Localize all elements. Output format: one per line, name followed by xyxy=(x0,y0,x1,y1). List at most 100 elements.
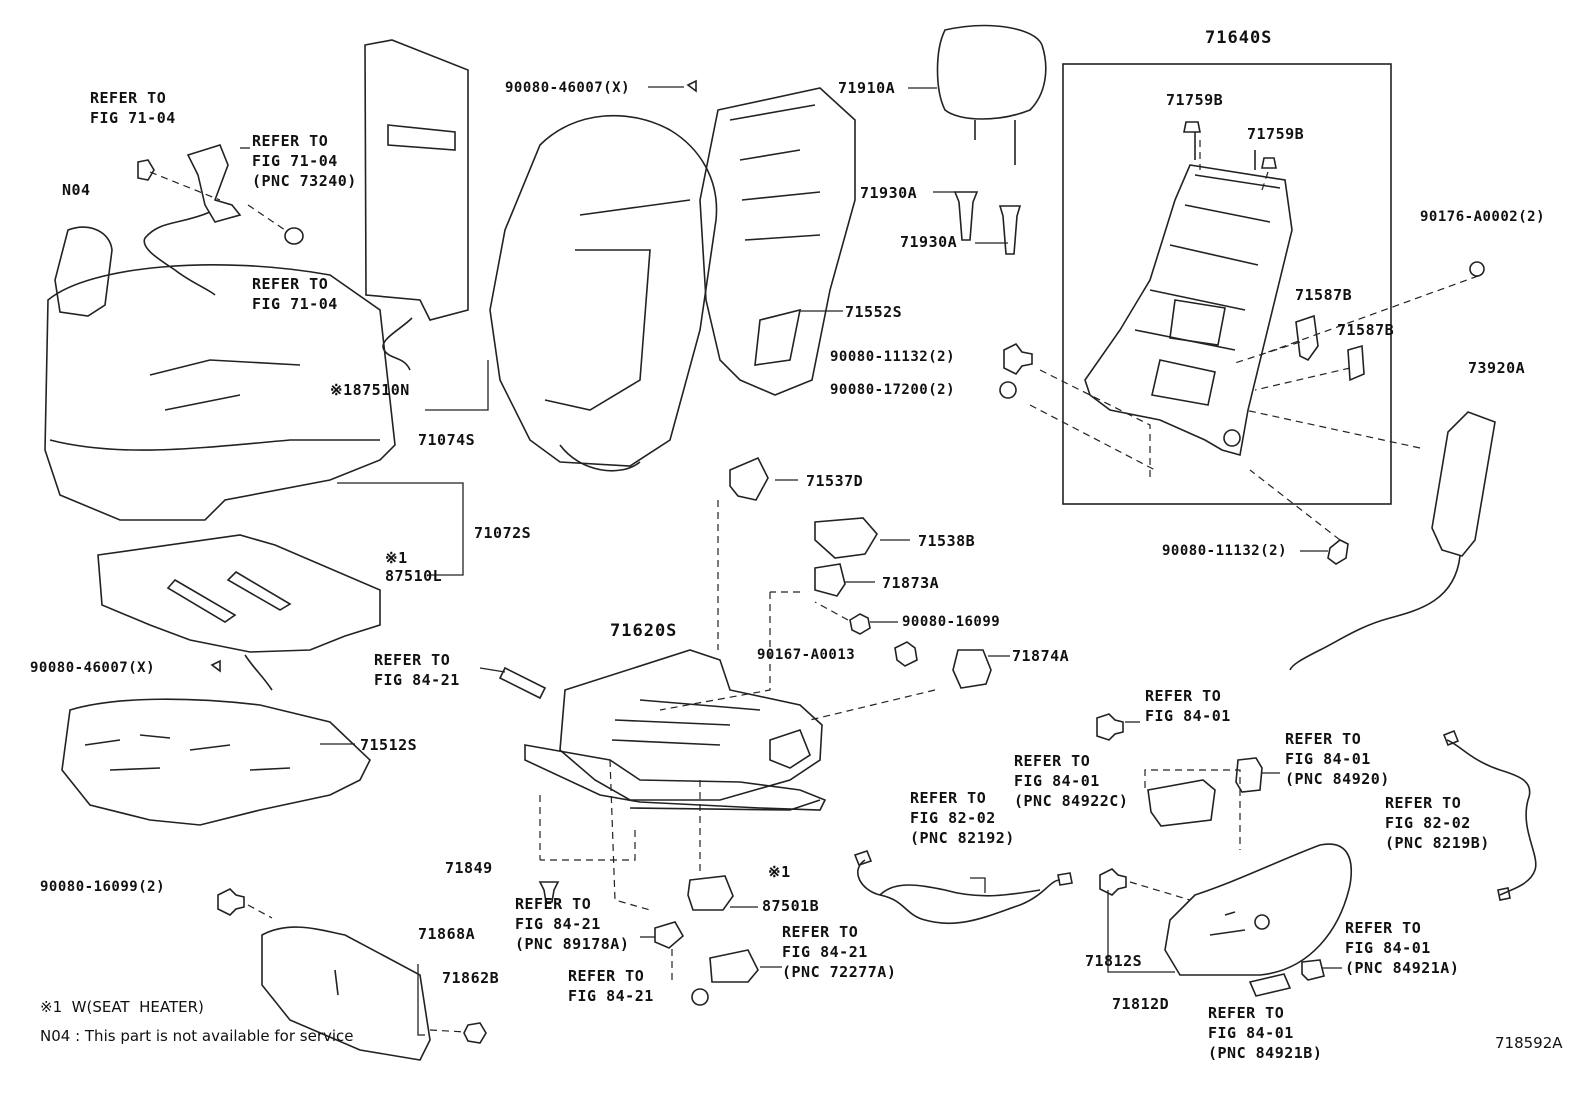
label-87510N: ※187510N xyxy=(330,381,410,399)
headrest-guide-71930A-a[interactable] xyxy=(953,191,979,241)
bolt-71812S-ref[interactable] xyxy=(1099,868,1127,896)
grommet-b[interactable] xyxy=(284,227,304,245)
bolt-90080-16099[interactable] xyxy=(849,613,871,635)
cover-71868A[interactable] xyxy=(261,926,431,1061)
bracket-71587B-b[interactable] xyxy=(1347,344,1365,382)
label-90080-11132-b: 90080-11132(2) xyxy=(1162,543,1288,559)
ref-fig7104-c: REFER TO FIG 71-04 xyxy=(252,275,338,313)
label-71930A-b: 71930A xyxy=(900,233,958,251)
group-box-71640S xyxy=(1062,63,1392,505)
side-cover-71812D[interactable] xyxy=(1164,843,1352,976)
label-N04: N04 xyxy=(62,181,91,199)
ref-fig8421-d: REFER TO FIG 84-21 xyxy=(568,967,654,1005)
bolt-90080-11132-a[interactable] xyxy=(1003,342,1033,376)
label-71930A-a: 71930A xyxy=(860,184,918,202)
label-71812D: 71812D xyxy=(1112,995,1170,1013)
headrest-guide-71930A-b[interactable] xyxy=(998,205,1022,255)
clip-71862B[interactable] xyxy=(463,1022,487,1044)
label-71873A: 71873A xyxy=(882,574,940,592)
label-71587B-a: 71587B xyxy=(1295,286,1353,304)
knob-84921B[interactable] xyxy=(1248,973,1292,997)
label-90080-46007-bot: 90080-46007(X) xyxy=(30,660,156,676)
side-airbag-73920A[interactable] xyxy=(1289,411,1496,671)
bolt-90080-11132-b[interactable] xyxy=(1327,539,1349,565)
switch-84920[interactable] xyxy=(1235,757,1263,793)
bracket-71874A[interactable] xyxy=(952,649,992,689)
seat-frame-71620S[interactable] xyxy=(524,649,827,811)
cover-N04[interactable] xyxy=(54,226,113,317)
ref-fig8421-c: REFER TO FIG 84-21 (PNC 72277A) xyxy=(782,923,897,981)
clip-71759B-a[interactable] xyxy=(1183,121,1201,133)
label-87510L: 87510L xyxy=(385,567,443,585)
ref-fig8202-a: REFER TO FIG 82-02 (PNC 82192) xyxy=(910,789,1015,847)
label-73920A: 73920A xyxy=(1468,359,1526,377)
heater-mat-87510L[interactable] xyxy=(97,534,381,691)
buckle-assembly[interactable] xyxy=(143,144,242,296)
label-71640S: 71640S xyxy=(1205,28,1273,48)
bolt-90080-16099-2[interactable] xyxy=(217,888,245,916)
ref-fig8202-b: REFER TO FIG 82-02 (PNC 8219B) xyxy=(1385,794,1490,852)
note-n04: N04 : This part is not available for ser… xyxy=(40,1027,354,1045)
label-71620S: 71620S xyxy=(610,621,678,641)
part-72277A[interactable] xyxy=(709,949,759,983)
label-87501B: 87501B xyxy=(762,897,820,915)
label-90167-A0013: 90167-A0013 xyxy=(757,647,856,663)
note-seat-heater: ※1 W(SEAT HEATER) xyxy=(40,998,204,1016)
ref-fig8421-a: REFER TO FIG 84-21 xyxy=(374,651,460,689)
knob-84921A[interactable] xyxy=(1301,959,1325,981)
label-71072S: 71072S xyxy=(474,524,532,542)
ref-fig7104-b: REFER TO FIG 71-04 (PNC 73240) xyxy=(252,132,357,190)
wire-harness-8219B[interactable] xyxy=(1442,729,1537,901)
label-71868A: 71868A xyxy=(418,925,476,943)
bracket-71538B[interactable] xyxy=(814,517,878,559)
wire-harness-82192[interactable] xyxy=(853,850,1073,925)
label-90080-11132-a: 90080-11132(2) xyxy=(830,349,956,365)
seatback-cover-71074S[interactable] xyxy=(489,114,718,472)
sensor-87501B[interactable] xyxy=(687,875,734,911)
label-71587B-b: 71587B xyxy=(1337,321,1395,339)
label-71512S: 71512S xyxy=(360,736,418,754)
ref-fig8401-b: REFER TO FIG 84-01 (PNC 84920) xyxy=(1285,730,1390,788)
label-71812S: 71812S xyxy=(1085,952,1143,970)
label-71537D: 71537D xyxy=(806,472,864,490)
nut-90176[interactable] xyxy=(1469,261,1485,277)
bracket-71873A[interactable] xyxy=(814,563,846,597)
diagram-id: 718592A xyxy=(1495,1034,1563,1052)
label-71759B-a: 71759B xyxy=(1166,91,1224,109)
ref-fig8401-e: REFER TO FIG 84-01 (PNC 84921B) xyxy=(1208,1004,1323,1062)
switch-84922C[interactable] xyxy=(1147,779,1216,827)
ref-fig8401-d: REFER TO FIG 84-01 (PNC 84921A) xyxy=(1345,919,1460,977)
bracket-71537D[interactable] xyxy=(729,456,769,501)
label-71874A: 71874A xyxy=(1012,647,1070,665)
screw-ref-8401-a[interactable] xyxy=(1096,713,1124,741)
seat-pad-71512S[interactable] xyxy=(61,698,371,826)
back-panel-71552S[interactable] xyxy=(699,87,856,396)
bolt-ref-8421-d[interactable] xyxy=(691,988,709,1006)
label-71862B: 71862B xyxy=(442,969,500,987)
grommet-a[interactable] xyxy=(137,159,155,181)
headrest-71910A[interactable] xyxy=(936,24,1047,165)
label-71552S: 71552S xyxy=(845,303,903,321)
seat-back-frame[interactable] xyxy=(1084,130,1293,457)
label-90176-A0002: 90176-A0002(2) xyxy=(1420,209,1546,225)
pin-71849[interactable] xyxy=(538,881,560,903)
label-87501B-mark: ※1 xyxy=(768,863,791,881)
sensor-89178A[interactable] xyxy=(654,921,685,949)
ref-fig8401-a: REFER TO FIG 84-01 xyxy=(1145,687,1231,725)
label-87510L-mark: ※1 xyxy=(385,549,408,567)
label-71759B-b: 71759B xyxy=(1247,125,1305,143)
bolt-90167-A0013[interactable] xyxy=(894,641,918,667)
label-71074S: 71074S xyxy=(418,431,476,449)
ref-fig8401-c: REFER TO FIG 84-01 (PNC 84922C) xyxy=(1014,752,1129,810)
label-90080-17200: 90080-17200(2) xyxy=(830,382,956,398)
label-71849: 71849 xyxy=(445,859,493,877)
nut-90080-17200[interactable] xyxy=(999,381,1017,399)
ref-fig7104-a: REFER TO FIG 71-04 xyxy=(90,89,176,127)
label-71538B: 71538B xyxy=(918,532,976,550)
seat-cushion-cover-71072S[interactable] xyxy=(44,264,396,521)
ref-fig8421-b: REFER TO FIG 84-21 (PNC 89178A) xyxy=(515,895,630,953)
clip-71759B-b[interactable] xyxy=(1261,157,1277,169)
label-90080-16099: 90080-16099 xyxy=(902,614,1001,630)
label-90080-16099-2: 90080-16099(2) xyxy=(40,879,166,895)
